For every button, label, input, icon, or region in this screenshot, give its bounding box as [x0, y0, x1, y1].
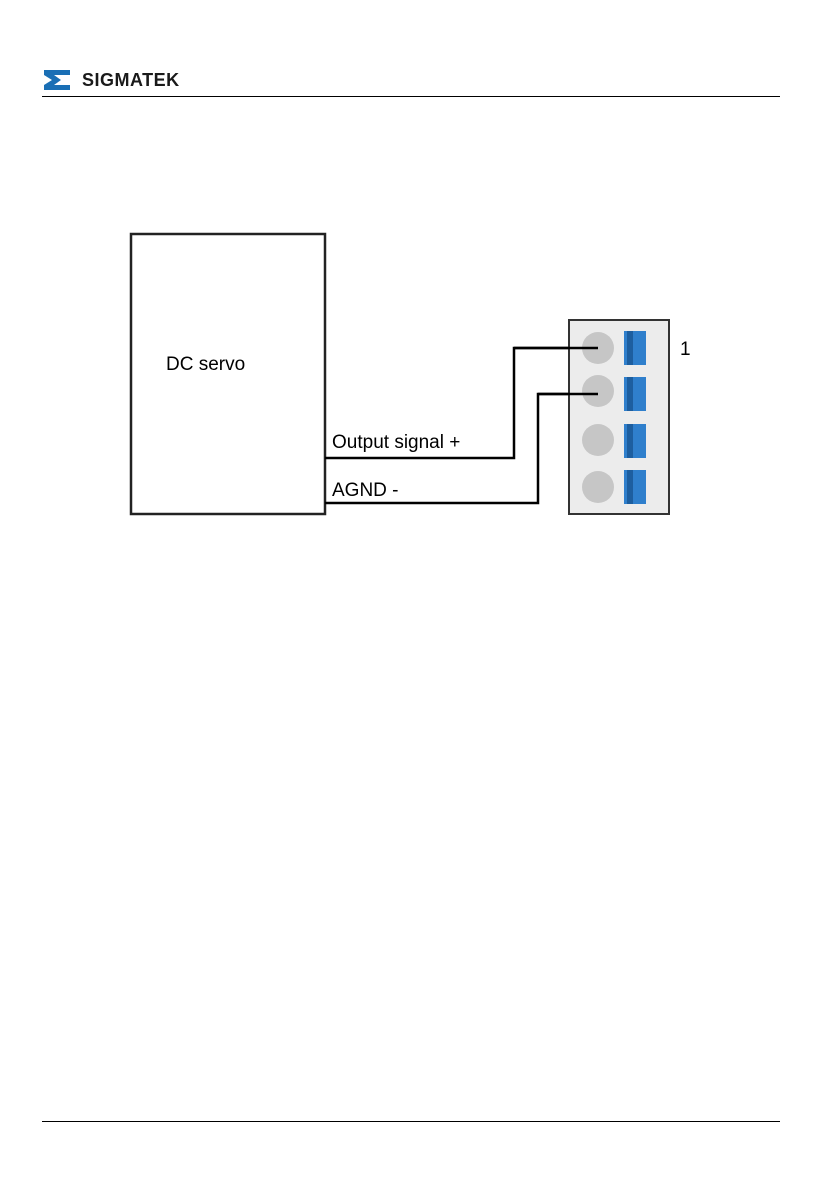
terminal-screw-icon — [582, 424, 614, 456]
terminal-screw-icon — [582, 375, 614, 407]
footer-divider — [42, 1121, 780, 1122]
dc-servo-label: DC servo — [166, 354, 245, 375]
terminal-screw-icon — [582, 471, 614, 503]
pin-number-label: 1 — [680, 339, 691, 360]
wire-label-agnd: AGND - — [332, 480, 399, 501]
wire-label-output-signal: Output signal + — [332, 432, 460, 453]
